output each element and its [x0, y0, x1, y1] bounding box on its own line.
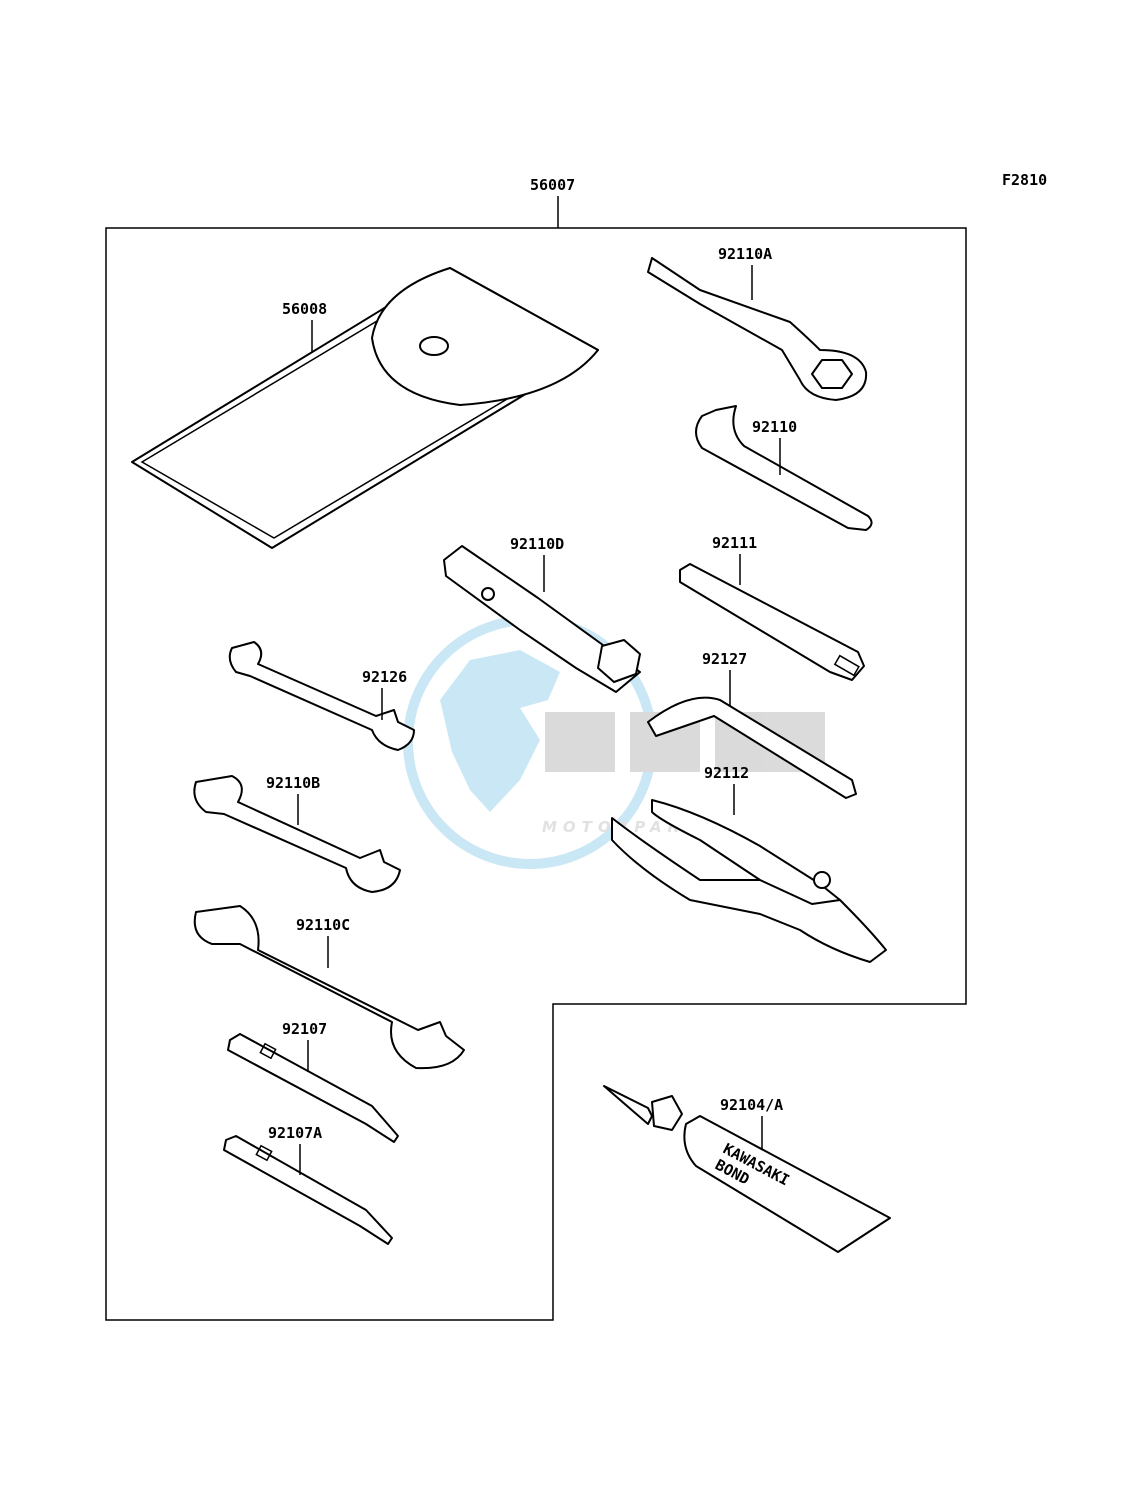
- label-92127: 92127: [702, 650, 747, 668]
- watermark-continent: [440, 650, 560, 812]
- label-92110A: 92110A: [718, 245, 772, 263]
- label-92112: 92112: [704, 764, 749, 782]
- label-92126: 92126: [362, 668, 407, 686]
- label-92104A: 92104/A: [720, 1096, 783, 1114]
- tool-pouch[interactable]: [131, 267, 599, 549]
- label-56008: 56008: [282, 300, 327, 318]
- label-92107: 92107: [282, 1020, 327, 1038]
- small-open-wrench[interactable]: [228, 641, 415, 751]
- screwdriver-bit[interactable]: [227, 1033, 399, 1143]
- assembly-label: 56007: [530, 176, 575, 194]
- label-92111: 92111: [712, 534, 757, 552]
- label-92110: 92110: [752, 418, 797, 436]
- hex-key[interactable]: [647, 696, 857, 799]
- pliers[interactable]: [611, 799, 887, 963]
- label-92110C: 92110C: [296, 916, 350, 934]
- box-socket-wrench[interactable]: [443, 545, 641, 693]
- label-92110D: 92110D: [510, 535, 564, 553]
- large-open-wrench[interactable]: [193, 905, 465, 1070]
- bond-tube[interactable]: KAWASAKI BOND: [603, 1085, 891, 1253]
- watermark-letter-o: [545, 712, 615, 772]
- figure-code: F2810: [1002, 171, 1047, 189]
- screwdriver-bit-alt[interactable]: [223, 1135, 393, 1245]
- kit-frame: [105, 227, 967, 1321]
- label-92107A: 92107A: [268, 1124, 322, 1142]
- medium-open-wrench[interactable]: [193, 775, 401, 893]
- extension-bar[interactable]: [679, 563, 865, 681]
- label-92110B: 92110B: [266, 774, 320, 792]
- ring-spanner[interactable]: [647, 257, 868, 401]
- hook-spanner[interactable]: [695, 405, 873, 531]
